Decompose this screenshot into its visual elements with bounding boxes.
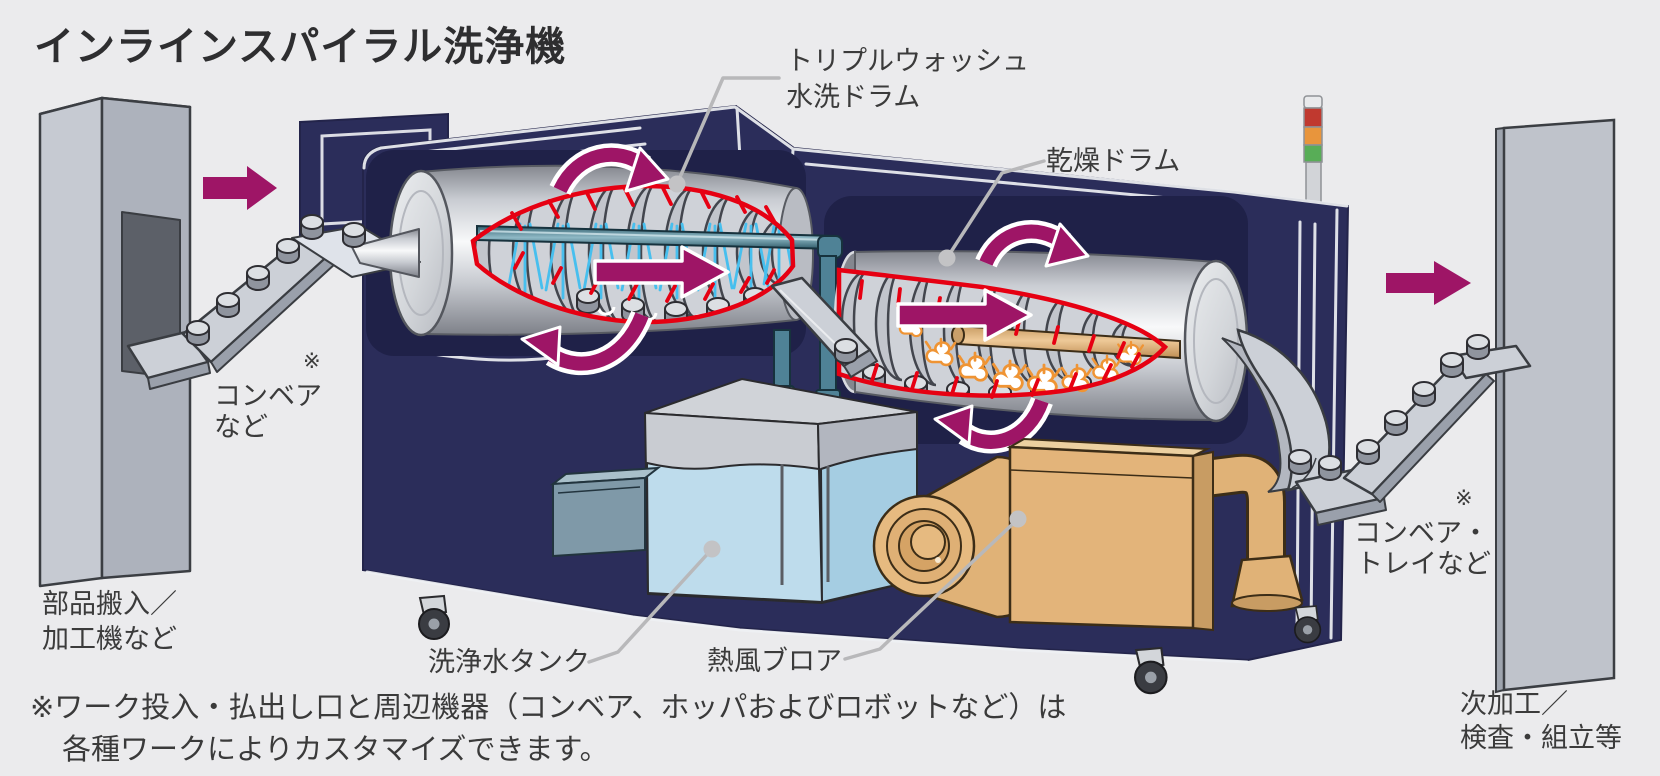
caster-icon [1294, 605, 1322, 644]
caster-icon [1134, 646, 1168, 695]
leader-dot [1009, 510, 1027, 528]
signal-red-light [1303, 107, 1323, 128]
hot-air-pipe [951, 324, 1181, 360]
caster-icon [418, 594, 450, 640]
hot-air-blower [872, 437, 1304, 632]
page-title: インラインスパイラル洗浄機 [34, 25, 567, 69]
signal-tower-icon [1301, 95, 1325, 211]
flow-arrow-icon [896, 288, 1033, 342]
inlet-chute [351, 228, 420, 278]
rotation-arrow-icon [933, 396, 1053, 454]
signal-green-light [1303, 144, 1323, 163]
left-cabinet [38, 96, 192, 588]
leader-line [675, 76, 781, 186]
leader-dot [668, 175, 686, 193]
rotation-arrow-icon [975, 220, 1090, 269]
transfer-chute [770, 276, 879, 379]
leader-line [843, 517, 1020, 661]
blower-box [1006, 437, 1214, 632]
signal-amber-light [1303, 126, 1323, 146]
label-parts-in-line2: 加工機など [42, 624, 177, 654]
dry-drum [833, 220, 1249, 454]
label-wash-drum-line1: トリプルウォッシュ [786, 46, 1029, 76]
leader-line [945, 159, 1046, 260]
note-mark: ※ [1455, 487, 1473, 510]
rotation-arrow-icon [520, 310, 653, 376]
label-next-process-line1: 次加工／ [1460, 689, 1568, 719]
leader-dots [668, 175, 1027, 558]
exit-arrow-icon [1386, 261, 1471, 305]
leader-lines [587, 76, 1046, 664]
pump [549, 466, 662, 558]
water-tank [644, 378, 918, 604]
label-wash-drum-line2: 水洗ドラム [786, 82, 921, 112]
leader-dot [703, 540, 721, 558]
rotation-arrow-icon [549, 143, 670, 196]
conveyor-in [126, 214, 421, 390]
label-conveyor-in-line2: など [214, 412, 268, 442]
entry-arrow-icon [203, 166, 277, 210]
label-blower: 熱風ブロア [707, 646, 842, 676]
footnote-line2: 各種ワークによりカスタマイズできます。 [62, 734, 609, 766]
leader-line [587, 547, 714, 664]
right-panel [1495, 118, 1616, 694]
label-parts-in-line1: 部品搬入／ [42, 589, 177, 619]
wash-cutaway-outline [470, 183, 796, 325]
label-tank: 洗浄水タンク [428, 647, 590, 677]
leader-dot [938, 249, 956, 267]
note-mark: ※ [303, 350, 321, 373]
label-conveyor-out-line2: トレイなど [1356, 549, 1491, 579]
conveyor-out [1294, 334, 1532, 526]
blower-duct [1187, 453, 1304, 612]
label-conveyor-out-line1: コンベア・ [1354, 518, 1489, 548]
tank-water [646, 462, 823, 603]
label-next-process-line2: 検査・組立等 [1460, 723, 1622, 753]
footnote-line1: ※ワーク投入・払出し口と周辺機器（コンベア、ホッパおよびロボットなど）は [30, 692, 1067, 724]
wash-drum [388, 143, 843, 376]
flow-arrow-icon [593, 245, 730, 299]
label-dry-drum: 乾燥ドラム [1046, 146, 1181, 176]
label-conveyor-in-line1: コンベア [214, 381, 322, 411]
